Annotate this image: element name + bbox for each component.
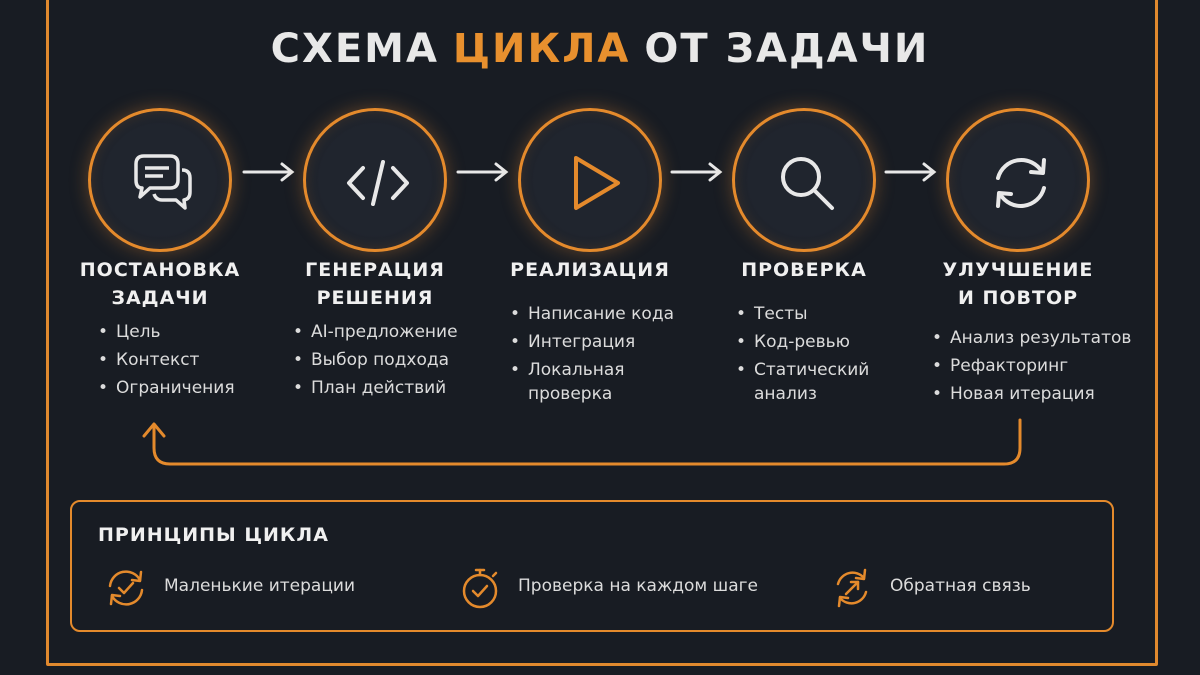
bullet-item: Написание кода xyxy=(508,302,698,326)
principle-label: Обратная связь xyxy=(890,576,1031,596)
bullet-item: AI-предложение xyxy=(291,320,458,344)
step-circle xyxy=(88,108,232,252)
step-circle xyxy=(303,108,447,252)
step-circle xyxy=(732,108,876,252)
feedback-arrows-icon xyxy=(836,568,868,608)
step-circle xyxy=(946,108,1090,252)
bullet-item: Контекст xyxy=(96,348,235,372)
title-accent: ЦИКЛА xyxy=(452,26,631,72)
stopwatch-check-icon xyxy=(462,568,498,609)
bullet-item: Интеграция xyxy=(508,330,698,354)
step-bullets: Написание кода Интеграция Локальная пров… xyxy=(508,302,698,410)
title-part-2: ОТ ЗАДАЧИ xyxy=(644,26,930,72)
bullet-item: Локальная проверка xyxy=(508,358,698,406)
play-icon xyxy=(574,156,620,210)
outer-frame xyxy=(46,0,1158,666)
step-title: ПРОВЕРКА xyxy=(741,259,867,281)
bullet-item: Код-ревью xyxy=(734,330,904,354)
step-title: РЕАЛИЗАЦИЯ xyxy=(510,259,670,281)
step-bullets: Цель Контекст Ограничения xyxy=(96,320,235,404)
step-circle xyxy=(518,108,662,252)
step-bullets: AI-предложение Выбор подхода План действ… xyxy=(291,320,458,404)
feedback-loop-arrow xyxy=(142,418,1022,466)
step-bullets: Тесты Код-ревью Статический анализ xyxy=(734,302,904,410)
code-icon xyxy=(347,160,409,206)
bullet-item: Цель xyxy=(96,320,235,344)
bullet-item: Ограничения xyxy=(96,376,235,400)
bullet-item: Рефакторинг xyxy=(930,354,1150,378)
page-title: СХЕМА ЦИКЛА ОТ ЗАДАЧИ xyxy=(0,26,1200,72)
principle-label: Маленькие итерации xyxy=(164,576,356,596)
arrow-right-icon xyxy=(884,162,937,182)
step-bullets: Анализ результатов Рефакторинг Новая ите… xyxy=(930,326,1150,410)
principles-panel: ПРИНЦИПЫ ЦИКЛА Маленькие итерации Провер… xyxy=(70,500,1114,632)
search-icon xyxy=(781,157,834,210)
arrow-right-icon xyxy=(456,162,509,182)
bullet-item: Выбор подхода xyxy=(291,348,458,372)
principles-title: ПРИНЦИПЫ ЦИКЛА xyxy=(98,524,329,546)
arrow-right-icon xyxy=(670,162,723,182)
bullet-item: Анализ результатов xyxy=(930,326,1150,350)
bullet-item: План действий xyxy=(291,376,458,400)
bullet-item: Новая итерация xyxy=(930,382,1150,406)
cycle-arrows-icon xyxy=(996,158,1046,208)
chat-bubbles-icon xyxy=(134,154,192,210)
bullet-item: Статический анализ xyxy=(734,358,904,406)
principle-label: Проверка на каждом шаге xyxy=(518,576,759,596)
title-part-1: СХЕМА xyxy=(270,26,439,72)
arrow-right-icon xyxy=(242,162,295,182)
bullet-item: Тесты xyxy=(734,302,904,326)
cycle-check-icon xyxy=(108,570,144,606)
